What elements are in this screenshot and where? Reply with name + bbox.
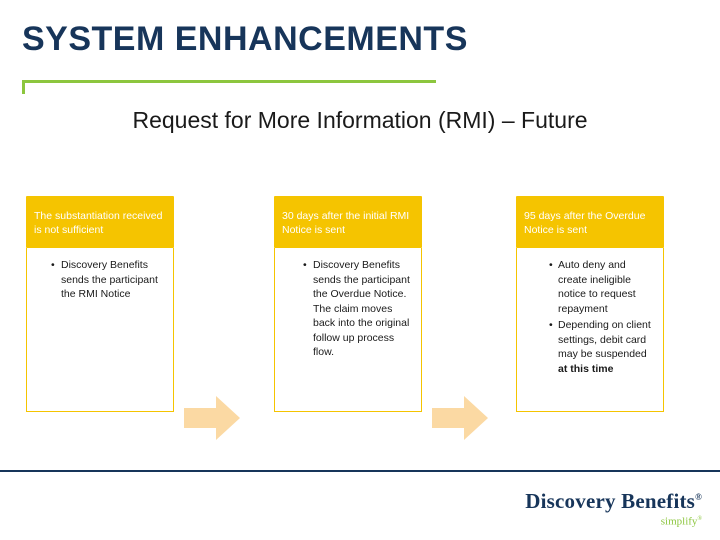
page-subtitle: Request for More Information (RMI) – Fut…	[132, 107, 588, 133]
process-step-2-bullets: Discovery Benefits sends the participant…	[285, 258, 411, 360]
process-step-1: The substantiation received is not suffi…	[26, 196, 174, 412]
logo-wordmark-text: Discovery Benefits	[525, 489, 696, 513]
logo-registered-mark: ®	[695, 492, 702, 502]
process-step-3-heading: 95 days after the Overdue Notice is sent	[516, 196, 664, 248]
list-item-text: Depending on client settings, debit card…	[558, 319, 651, 375]
process-step-1-body: Discovery Benefits sends the participant…	[26, 248, 174, 412]
process-step-2-body: Discovery Benefits sends the participant…	[274, 248, 422, 412]
list-item: Depending on client settings, debit card…	[549, 318, 653, 376]
process-step-1-heading: The substantiation received is not suffi…	[26, 196, 174, 248]
process-step-2: 30 days after the initial RMI Notice is …	[274, 196, 422, 412]
list-item: Discovery Benefits sends the participant…	[51, 258, 163, 302]
logo-tagline-text: simplify	[660, 515, 698, 528]
arrow-right-icon	[432, 396, 488, 440]
process-flow: The substantiation received is not suffi…	[0, 196, 720, 440]
process-step-3-body: Auto deny and create ineligible notice t…	[516, 248, 664, 412]
process-step-3-bullets: Auto deny and create ineligible notice t…	[527, 258, 653, 376]
logo-tagline: simplify®	[525, 513, 702, 528]
arrow-right-icon	[184, 396, 240, 440]
logo-tagline-mark: ®	[697, 516, 702, 522]
footer-divider	[0, 470, 720, 472]
process-step-2-heading: 30 days after the initial RMI Notice is …	[274, 196, 422, 248]
header-divider	[22, 80, 436, 83]
company-logo: Discovery Benefits® simplify®	[525, 486, 702, 528]
page-title: SYSTEM ENHANCEMENTS	[22, 20, 468, 58]
process-step-1-bullets: Discovery Benefits sends the participant…	[37, 258, 163, 302]
list-item: Auto deny and create ineligible notice t…	[549, 258, 653, 316]
emphasis-text: at this time	[558, 362, 614, 375]
process-step-3: 95 days after the Overdue Notice is sent…	[516, 196, 664, 412]
logo-wordmark: Discovery Benefits®	[525, 486, 702, 512]
list-item: Discovery Benefits sends the participant…	[303, 258, 411, 360]
header-divider-tick	[22, 80, 25, 94]
